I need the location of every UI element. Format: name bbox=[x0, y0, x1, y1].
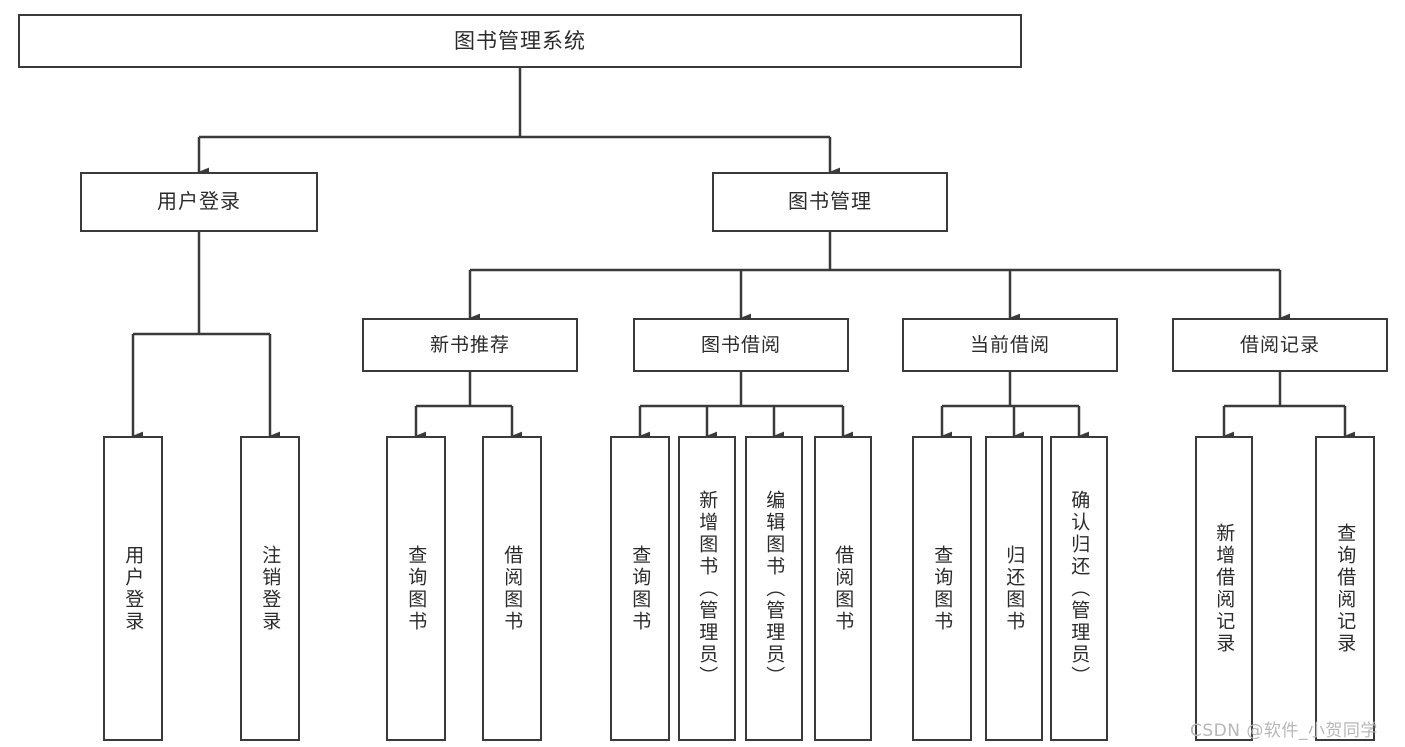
node-label: 用户登录 bbox=[122, 544, 145, 633]
node-l-query2[interactable]: 查询图书 bbox=[610, 436, 670, 741]
node-l-query3[interactable]: 查询图书 bbox=[912, 436, 972, 741]
node-l-addrec[interactable]: 新增借阅记录 bbox=[1195, 436, 1253, 741]
node-label: 用户登录 bbox=[157, 189, 241, 214]
node-label: 当前借阅 bbox=[969, 333, 1050, 356]
node-n-borrow[interactable]: 图书借阅 bbox=[633, 318, 849, 372]
node-label: 注销登录 bbox=[259, 544, 282, 633]
node-label: 查询借阅记录 bbox=[1334, 522, 1357, 655]
node-label: 查询图书 bbox=[629, 544, 652, 633]
edge-group bbox=[131, 68, 1356, 441]
node-label: 新增图书（管理员） bbox=[696, 489, 719, 688]
node-label: 新书推荐 bbox=[429, 333, 510, 356]
node-label: 归还图书 bbox=[1003, 544, 1026, 633]
node-label: 查询图书 bbox=[405, 544, 428, 633]
node-l-editbook[interactable]: 编辑图书（管理员） bbox=[745, 436, 803, 741]
node-l-query1[interactable]: 查询图书 bbox=[386, 436, 446, 741]
node-l-borrow1[interactable]: 借阅图书 bbox=[482, 436, 542, 741]
node-l-borrow2[interactable]: 借阅图书 bbox=[814, 436, 872, 741]
node-l-return[interactable]: 归还图书 bbox=[985, 436, 1043, 741]
node-label: 借阅记录 bbox=[1239, 333, 1320, 356]
node-label: 查询图书 bbox=[931, 544, 954, 633]
node-root[interactable]: 图书管理系统 bbox=[18, 14, 1022, 68]
node-label: 图书管理系统 bbox=[454, 28, 586, 53]
node-n-newbook[interactable]: 新书推荐 bbox=[362, 318, 578, 372]
node-l-queryrec[interactable]: 查询借阅记录 bbox=[1315, 436, 1375, 741]
node-l-addbook[interactable]: 新增图书（管理员） bbox=[678, 436, 736, 741]
node-l-logout[interactable]: 注销登录 bbox=[240, 436, 300, 741]
node-label: 图书管理 bbox=[788, 189, 872, 214]
node-label: 新增借阅记录 bbox=[1213, 522, 1236, 655]
node-label: 确认归还（管理员） bbox=[1068, 489, 1091, 688]
node-n-bookmgmt[interactable]: 图书管理 bbox=[712, 172, 948, 232]
node-l-confirm[interactable]: 确认归还（管理员） bbox=[1050, 436, 1108, 741]
node-label: 编辑图书（管理员） bbox=[763, 489, 786, 688]
node-l-userlogin[interactable]: 用户登录 bbox=[103, 436, 163, 741]
node-label: 图书借阅 bbox=[700, 333, 781, 356]
node-n-record[interactable]: 借阅记录 bbox=[1172, 318, 1388, 372]
node-n-current[interactable]: 当前借阅 bbox=[902, 318, 1118, 372]
node-label: 借阅图书 bbox=[832, 544, 855, 633]
node-label: 借阅图书 bbox=[501, 544, 524, 633]
node-n-login[interactable]: 用户登录 bbox=[80, 172, 318, 232]
